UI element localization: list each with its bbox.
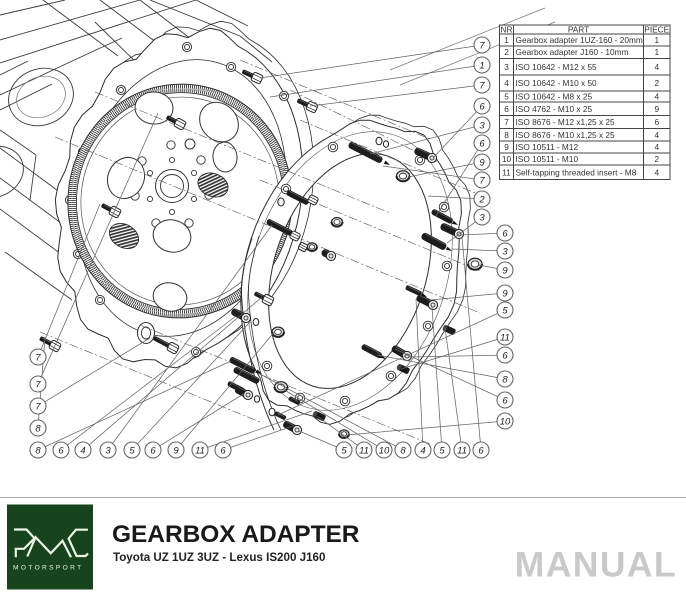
svg-text:6: 6 (502, 350, 508, 361)
svg-text:9: 9 (502, 265, 508, 276)
svg-text:6: 6 (479, 101, 485, 112)
svg-text:MANUAL: MANUAL (515, 545, 677, 585)
svg-text:2: 2 (654, 78, 659, 88)
svg-text:3: 3 (502, 246, 508, 257)
svg-text:ISO 10511 - M10: ISO 10511 - M10 (516, 154, 579, 164)
svg-text:NR: NR (501, 24, 513, 34)
svg-text:ISO 10642 - M12 x 55: ISO 10642 - M12 x 55 (516, 62, 598, 72)
svg-text:2: 2 (478, 194, 485, 205)
svg-text:9: 9 (654, 104, 659, 114)
svg-text:1: 1 (654, 35, 659, 45)
svg-text:Gearbox adapter 1UZ-160 - 20mm: Gearbox adapter 1UZ-160 - 20mm (516, 35, 643, 45)
svg-text:10: 10 (502, 154, 512, 164)
svg-text:6: 6 (150, 445, 156, 456)
svg-text:11: 11 (500, 332, 510, 343)
svg-text:4: 4 (80, 445, 85, 456)
svg-text:Gearbox adapter J160 - 10mm: Gearbox adapter J160 - 10mm (516, 47, 629, 57)
svg-text:4: 4 (420, 445, 425, 456)
svg-text:7: 7 (479, 40, 485, 51)
svg-text:2: 2 (654, 154, 659, 164)
svg-text:3: 3 (479, 212, 485, 223)
svg-text:8: 8 (35, 445, 41, 456)
svg-text:8: 8 (504, 130, 509, 140)
svg-text:5: 5 (439, 445, 445, 456)
svg-text:ISO 8676 - M10 x1,25 x 25: ISO 8676 - M10 x1,25 x 25 (516, 130, 616, 140)
svg-text:5: 5 (504, 92, 509, 102)
svg-text:6: 6 (478, 445, 484, 456)
svg-text:10: 10 (379, 445, 390, 456)
svg-text:ISO 4762 - M10 x 25: ISO 4762 - M10 x 25 (516, 104, 593, 114)
svg-text:ISO 10642 - M8 x 25: ISO 10642 - M8 x 25 (516, 92, 593, 102)
svg-text:10: 10 (500, 416, 511, 427)
svg-text:Self-tapping threaded insert -: Self-tapping threaded insert - M8 (516, 167, 637, 177)
svg-text:ISO 8676 - M12 x1,25 x 25: ISO 8676 - M12 x1,25 x 25 (516, 117, 616, 127)
svg-text:6: 6 (58, 445, 64, 456)
svg-text:11: 11 (359, 445, 369, 456)
svg-text:11: 11 (502, 167, 511, 177)
svg-text:2: 2 (504, 47, 509, 57)
svg-text:Toyota UZ 1UZ 3UZ - Lexus IS20: Toyota UZ 1UZ 3UZ - Lexus IS200 J160 (113, 551, 325, 564)
svg-text:4: 4 (654, 142, 659, 152)
svg-text:4: 4 (504, 78, 509, 88)
svg-text:7: 7 (35, 352, 41, 363)
svg-text:11: 11 (195, 445, 205, 456)
svg-text:7: 7 (35, 379, 41, 390)
svg-text:9: 9 (479, 157, 485, 168)
svg-text:3: 3 (105, 445, 111, 456)
svg-text:6: 6 (479, 138, 485, 149)
svg-text:3: 3 (504, 62, 509, 72)
svg-text:6: 6 (504, 104, 509, 114)
svg-text:PIECE: PIECE (644, 24, 669, 34)
svg-text:5: 5 (129, 445, 135, 456)
svg-text:8: 8 (502, 374, 508, 385)
svg-text:1: 1 (479, 60, 484, 71)
svg-text:4: 4 (654, 62, 659, 72)
svg-text:4: 4 (654, 130, 659, 140)
svg-text:7: 7 (479, 80, 485, 91)
svg-text:9: 9 (502, 288, 508, 299)
svg-text:8: 8 (400, 445, 406, 456)
svg-text:ISO 10511 - M12: ISO 10511 - M12 (516, 142, 579, 152)
svg-text:9: 9 (173, 445, 179, 456)
svg-text:1: 1 (504, 35, 509, 45)
svg-text:1: 1 (654, 47, 659, 57)
svg-text:6: 6 (502, 228, 508, 239)
svg-text:GEARBOX ADAPTER: GEARBOX ADAPTER (112, 521, 360, 548)
svg-text:5: 5 (502, 305, 508, 316)
svg-text:6: 6 (654, 117, 659, 127)
svg-text:6: 6 (220, 445, 226, 456)
svg-text:8: 8 (35, 423, 41, 434)
svg-text:7: 7 (504, 117, 509, 127)
svg-text:11: 11 (457, 445, 467, 456)
svg-text:4: 4 (654, 92, 659, 102)
svg-text:6: 6 (502, 395, 508, 406)
svg-text:7: 7 (479, 175, 485, 186)
svg-text:4: 4 (654, 167, 659, 177)
svg-text:7: 7 (35, 401, 41, 412)
svg-text:9: 9 (504, 142, 509, 152)
svg-text:MOTORSPORT: MOTORSPORT (13, 565, 84, 572)
svg-text:3: 3 (479, 120, 485, 131)
svg-text:5: 5 (341, 445, 347, 456)
svg-text:ISO 10642 - M10 x 50: ISO 10642 - M10 x 50 (516, 78, 598, 88)
svg-text:PART: PART (568, 24, 589, 34)
